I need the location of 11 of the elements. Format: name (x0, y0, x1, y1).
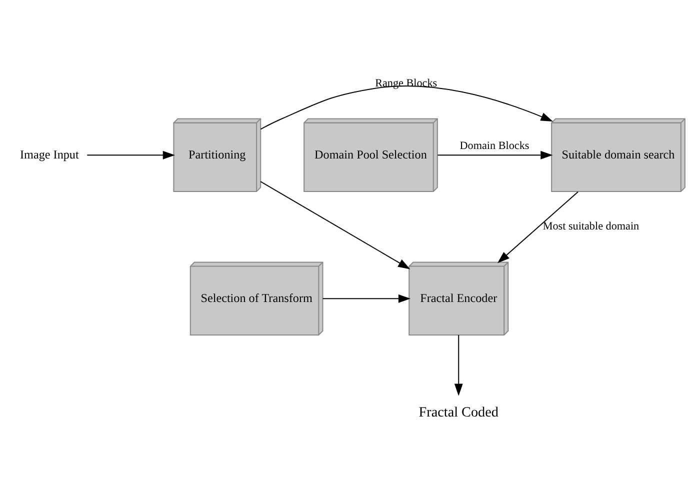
arrow (260, 86, 553, 130)
arrow (322, 294, 411, 303)
node-text: Image Input (20, 147, 79, 162)
arrow (260, 181, 410, 270)
arrow (87, 150, 175, 160)
edge-label: Most suitable domain (542, 220, 640, 233)
arrow (497, 191, 578, 264)
edge-label: Domain Blocks (460, 140, 530, 152)
node-text: Fractal Coded (418, 404, 498, 421)
arrow (454, 335, 463, 396)
arrow (438, 150, 553, 160)
